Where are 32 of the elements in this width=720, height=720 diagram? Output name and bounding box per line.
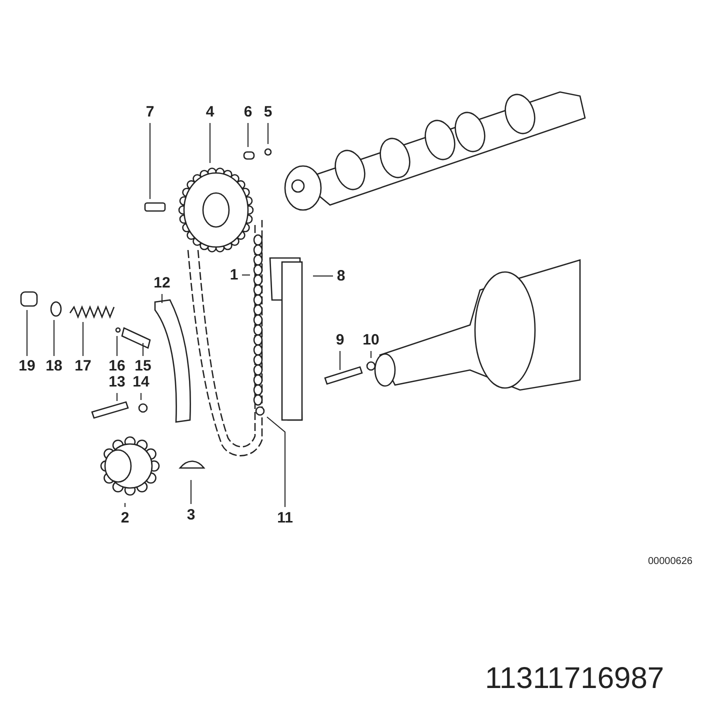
- leader-line: [266, 416, 286, 508]
- leader-line: [116, 336, 118, 356]
- callout-number: 10: [362, 332, 380, 348]
- leader-line: [370, 350, 372, 358]
- callout-number: 11: [277, 510, 293, 526]
- callout-number: 8: [336, 268, 346, 284]
- callout-number: 15: [134, 358, 152, 374]
- callout-number: 6: [244, 104, 252, 120]
- callout-number: 3: [186, 508, 196, 522]
- callout-number: 9: [336, 332, 344, 348]
- callout-number: 5: [264, 104, 272, 120]
- callout-number: 17: [74, 358, 92, 374]
- leader-line: [116, 392, 118, 402]
- callout-number: 12: [154, 276, 170, 290]
- callout-number: 2: [120, 510, 130, 526]
- callout-number: 18: [46, 358, 62, 374]
- callout-number: 7: [146, 104, 154, 120]
- callout-number: 16: [108, 358, 126, 374]
- leader-line: [140, 392, 142, 400]
- leader-line: [26, 310, 28, 356]
- callout-number: 14: [132, 374, 150, 390]
- leader-line: [82, 322, 84, 356]
- callout-number: 4: [206, 104, 214, 120]
- leader-line: [142, 342, 144, 356]
- leader-line: [124, 502, 126, 508]
- drawing-number: 00000626: [648, 556, 692, 567]
- leader-line: [190, 480, 192, 504]
- leader-line: [242, 274, 250, 276]
- callout-number: 13: [108, 374, 126, 390]
- part-number: 11311716987: [485, 662, 664, 696]
- callout-number: 19: [18, 358, 36, 374]
- callout-number: 1: [230, 268, 238, 282]
